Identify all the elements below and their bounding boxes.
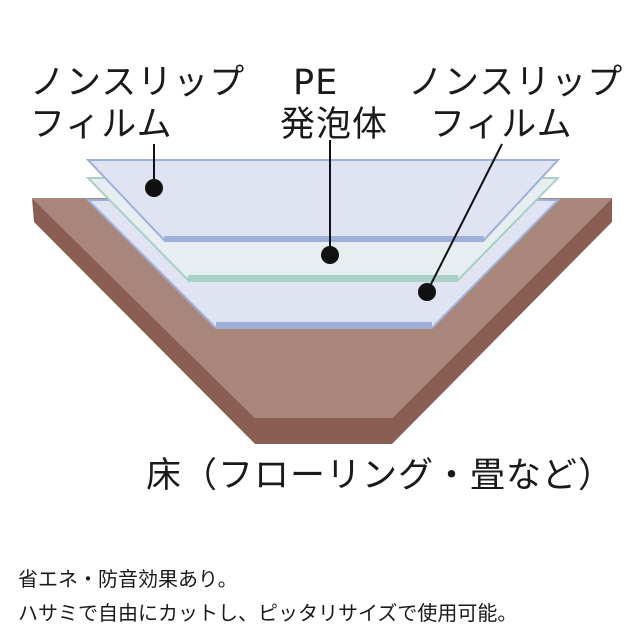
left-film-label-line1: ノンスリップ [30,63,246,103]
caption-line-2: ハサミで自由にカットし、ピッタリサイズで使用可能。 [18,601,518,625]
foam-leader-dot [321,246,339,264]
bottom-film-edge [216,322,432,328]
right-film-label-line2: フィルム [430,105,573,145]
foam-edge [188,275,458,282]
left-film-label-line2: フィルム [30,105,173,145]
right-film-leader-line [426,143,503,293]
right-film-leader-dot [418,283,436,301]
top-film-edge [164,236,484,242]
floor-label: 床（フローリング・畳など） [146,456,615,496]
caption-line-1: 省エネ・防音効果あり。 [18,567,238,591]
foam-label-line1: PE [293,63,339,103]
floor-side-face [32,198,612,444]
left-film-leader-dot [145,179,163,197]
right-film-label-line1: ノンスリップ [408,63,624,103]
foam-label-line2: 発泡体 [280,105,389,145]
